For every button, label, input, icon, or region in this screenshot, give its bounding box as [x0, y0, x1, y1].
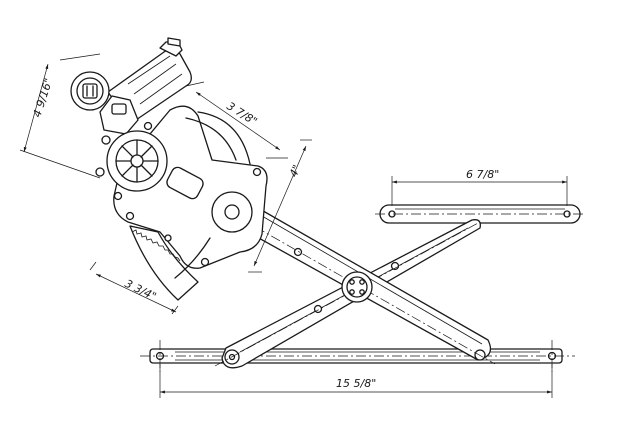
dim-motor-height-text: 4 9/16" — [30, 77, 55, 119]
dim-arm-offset-text: 4" — [287, 163, 304, 179]
dim-bottom-rail-text: 15 5/8" — [336, 377, 376, 390]
lower-right-pivot — [474, 349, 486, 361]
dim-top-rail-text: 6 7/8" — [466, 168, 499, 181]
top-rail — [375, 204, 585, 224]
bottom-rail — [140, 340, 575, 372]
motor-assembly — [70, 37, 192, 201]
dim-bottom-rail: 15 5/8" — [159, 364, 553, 398]
dim-top-rail: 6 7/8" — [391, 168, 568, 206]
dim-sector-width-text: 3 3/4" — [123, 277, 159, 303]
dim-arm-offset: 4" — [248, 139, 312, 273]
gear-sector — [129, 225, 211, 301]
center-pivot — [341, 271, 373, 303]
